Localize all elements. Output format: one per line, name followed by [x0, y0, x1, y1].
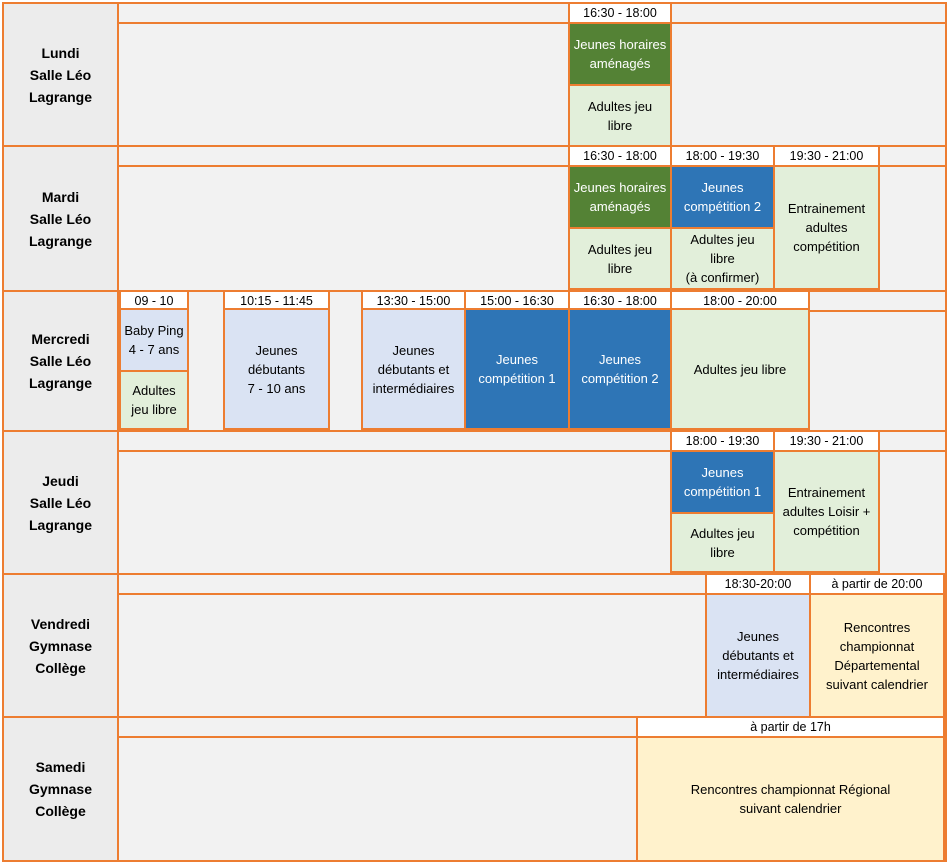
row-mercredi: 09 - 10 10:15 - 11:45 13:30 - 15:00 15:0… — [117, 290, 947, 432]
time-slot: 13:30 - 15:00 — [361, 292, 466, 310]
day-jeudi: Jeudi Salle Léo Lagrange — [2, 430, 119, 575]
time-slot: 18:00 - 20:00 — [670, 292, 810, 310]
day-label: Mercredi Salle Léo Lagrange — [28, 331, 92, 391]
time-slot: à partir de 20:00 — [809, 575, 945, 593]
slot-adultes-jeu-libre: Adultes jeu libre — [119, 370, 189, 430]
time-slot: à partir de 17h — [636, 718, 945, 736]
day-vendredi: Vendredi Gymnase Collège — [2, 573, 119, 718]
time-slot: 18:00 - 19:30 — [670, 432, 775, 450]
slot-rencontres-departemental: Rencontres championnat Départemental sui… — [809, 593, 945, 718]
time-slot: 19:30 - 21:00 — [773, 147, 880, 165]
row-vendredi: 18:30-20:00 à partir de 20:00 Jeunes déb… — [117, 573, 947, 718]
row-mardi: 16:30 - 18:00 18:00 - 19:30 19:30 - 21:0… — [117, 145, 947, 292]
time-slot: 15:00 - 16:30 — [464, 292, 570, 310]
slot-jeunes-competition-1: Jeunes compétition 1 — [670, 450, 775, 514]
slot-entrainement-adultes-competition: Entrainement adultes compétition — [773, 165, 880, 290]
time-slot: 16:30 - 18:00 — [568, 4, 672, 22]
day-mercredi: Mercredi Salle Léo Lagrange — [2, 290, 119, 432]
row-samedi: à partir de 17h Rencontres championnat R… — [117, 716, 947, 862]
slot-adultes-jeu-libre-a-confirmer: Adultes jeu libre (à confirmer) — [670, 227, 775, 290]
empty-slot — [187, 308, 225, 430]
time-strip — [119, 575, 945, 595]
slot-adultes-jeu-libre: Adultes jeu libre — [670, 512, 775, 573]
time-slot: 09 - 10 — [119, 292, 189, 310]
time-strip — [119, 4, 945, 24]
time-slot: 16:30 - 18:00 — [568, 292, 672, 310]
time-strip — [119, 147, 945, 167]
slot-entrainement-adultes-loisir-competition: Entrainement adultes Loisir + compétitio… — [773, 450, 880, 573]
slot-jeunes-horaires-amenages: Jeunes horaires aménagés — [568, 165, 672, 229]
day-label: Samedi Gymnase Collège — [28, 759, 93, 819]
time-slot: 19:30 - 21:00 — [773, 432, 880, 450]
time-slot: 10:15 - 11:45 — [223, 292, 330, 310]
time-slot: 18:30-20:00 — [705, 575, 811, 593]
slot-adultes-jeu-libre: Adultes jeu libre — [568, 227, 672, 290]
empty-slot — [328, 308, 363, 430]
day-samedi: Samedi Gymnase Collège — [2, 716, 119, 862]
slot-adultes-jeu-libre: Adultes jeu libre — [568, 84, 672, 147]
row-jeudi: 18:00 - 19:30 19:30 - 21:00 Jeunes compé… — [117, 430, 947, 575]
slot-baby-ping: Baby Ping 4 - 7 ans — [119, 308, 189, 372]
row-lundi: 16:30 - 18:00 Jeunes horaires aménagés A… — [117, 2, 947, 147]
day-label: Vendredi Gymnase Collège — [28, 615, 93, 676]
slot-adultes-jeu-libre: Adultes jeu libre — [670, 308, 810, 430]
slot-jeunes-debutants-intermediaires: Jeunes débutants et intermédiaires — [705, 593, 811, 718]
slot-jeunes-competition-2: Jeunes compétition 2 — [670, 165, 775, 229]
day-label: Lundi Salle Léo Lagrange — [28, 44, 92, 105]
day-mardi: Mardi Salle Léo Lagrange — [2, 145, 119, 292]
day-label: Mardi Salle Léo Lagrange — [28, 188, 92, 249]
slot-jeunes-horaires-amenages: Jeunes horaires aménagés — [568, 22, 672, 86]
time-slot: 16:30 - 18:00 — [568, 147, 672, 165]
slot-jeunes-debutants: Jeunes débutants 7 - 10 ans — [223, 308, 330, 430]
time-strip — [119, 432, 945, 452]
slot-jeunes-debutants-intermediaires: Jeunes débutants et intermédiaires — [361, 308, 466, 430]
slot-jeunes-competition-2: Jeunes compétition 2 — [568, 308, 672, 430]
slot-rencontres-regional: Rencontres championnat Régional suivant … — [636, 736, 945, 862]
day-lundi: Lundi Salle Léo Lagrange — [2, 2, 119, 147]
day-label: Jeudi Salle Léo Lagrange — [28, 472, 92, 533]
time-slot: 18:00 - 19:30 — [670, 147, 775, 165]
slot-jeunes-competition-1: Jeunes compétition 1 — [464, 308, 570, 430]
time-strip — [119, 718, 945, 738]
